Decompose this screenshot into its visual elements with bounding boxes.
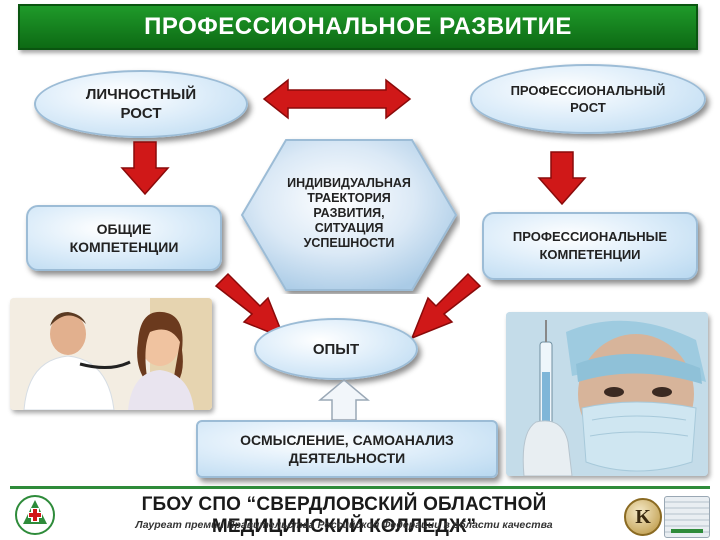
professional-growth-line-1: ПРОФЕССИОНАЛЬНЫЙ — [510, 83, 666, 98]
up-arrow-icon — [318, 379, 370, 421]
trajectory-line-3: РАЗВИТИЯ, — [313, 206, 385, 220]
certification-seal-icon — [664, 496, 710, 538]
professional-competencies-line-1: ПРОФЕССИОНАЛЬНЫЕ — [512, 229, 668, 244]
general-competencies-line-1: ОБЩИЕ — [96, 221, 152, 237]
college-emblem-icon — [15, 495, 55, 535]
personal-growth-line-2: РОСТ — [120, 105, 162, 122]
professional-competencies-node: ПРОФЕССИОНАЛЬНЫЕ КОМПЕТЕНЦИИ — [482, 212, 698, 280]
reflection-node: ОСМЫСЛЕНИЕ, САМОАНАЛИЗ ДЕЯТЕЛЬНОСТИ — [196, 420, 498, 478]
experience-label: ОПЫТ — [312, 340, 360, 358]
trajectory-line-5: УСПЕШНОСТИ — [303, 236, 395, 250]
personal-growth-node: ЛИЧНОСТНЫЙ РОСТ — [34, 70, 248, 138]
general-competencies-node: ОБЩИЕ КОМПЕТЕНЦИИ — [26, 205, 222, 271]
diagonal-arrow-right-icon — [410, 272, 482, 340]
professional-growth-line-2: РОСТ — [570, 100, 606, 115]
diagonal-arrow-left-icon — [214, 272, 286, 340]
individual-trajectory-node: ИНДИВИДУАЛЬНАЯ ТРАЕКТОРИЯ РАЗВИТИЯ, СИТУ… — [238, 136, 460, 294]
trajectory-line-2: ТРАЕКТОРИЯ — [307, 191, 391, 205]
title-bar: ПРОФЕССИОНАЛЬНОЕ РАЗВИТИЕ — [18, 4, 698, 50]
college-award: Лауреат премии Правительства Российской … — [135, 519, 553, 531]
quality-badge-icon: K — [624, 498, 662, 536]
personal-growth-line-1: ЛИЧНОСТНЫЙ — [85, 86, 197, 103]
trajectory-line-1: ИНДИВИДУАЛЬНАЯ — [287, 176, 411, 190]
down-arrow-right-icon — [537, 151, 587, 206]
masked-doctor-photo — [506, 312, 708, 476]
reflection-line-1: ОСМЫСЛЕНИЕ, САМОАНАЛИЗ — [240, 432, 454, 448]
professional-competencies-line-2: КОМПЕТЕНЦИИ — [539, 247, 641, 262]
general-competencies-line-2: КОМПЕТЕНЦИИ — [69, 239, 179, 255]
reflection-line-2: ДЕЯТЕЛЬНОСТИ — [288, 450, 406, 466]
footer-divider — [10, 486, 710, 489]
badge-letter: K — [635, 505, 651, 528]
experience-node: ОПЫТ — [254, 318, 418, 380]
college-name: ГБОУ СПО “СВЕРДЛОВСКИЙ ОБЛАСТНОЙ МЕДИЦИН… — [141, 494, 547, 537]
double-arrow-icon — [262, 78, 412, 120]
doctor-patient-photo — [10, 298, 212, 410]
page-title: ПРОФЕССИОНАЛЬНОЕ РАЗВИТИЕ — [144, 13, 572, 40]
trajectory-line-4: СИТУАЦИЯ — [314, 221, 384, 235]
professional-growth-node: ПРОФЕССИОНАЛЬНЫЙ РОСТ — [470, 64, 706, 134]
down-arrow-left-icon — [120, 141, 170, 196]
